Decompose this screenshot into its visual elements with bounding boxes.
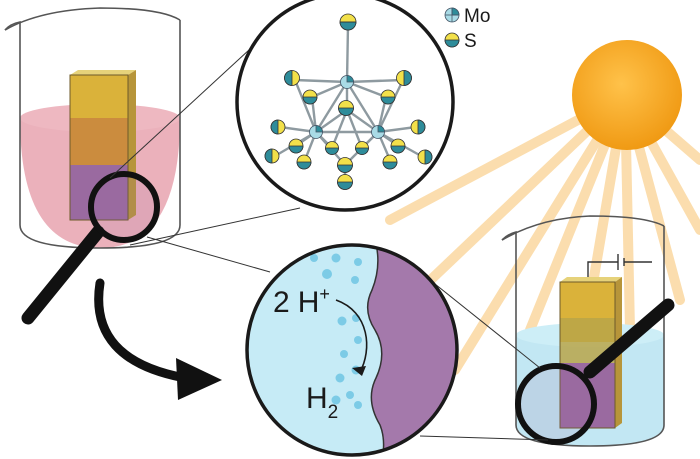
electrode-left bbox=[69, 70, 136, 221]
s-legend-label: S bbox=[464, 31, 477, 52]
transition-arrow bbox=[94, 278, 190, 383]
zoom-lines-left bbox=[109, 37, 301, 273]
atom-legend: Mo S bbox=[444, 6, 490, 52]
external-circuit bbox=[587, 254, 652, 277]
mo-legend-icon bbox=[444, 7, 460, 23]
mo-legend-label: Mo bbox=[464, 6, 490, 27]
reaction-arrow bbox=[335, 299, 368, 373]
s-legend-icon bbox=[444, 32, 460, 48]
reactant-coefficient: 2 bbox=[273, 286, 290, 319]
product-label: H2 bbox=[306, 382, 338, 423]
transition-arrowhead bbox=[176, 358, 222, 400]
product-species: H bbox=[306, 382, 328, 415]
reactant-charge: + bbox=[319, 284, 330, 304]
surface-zoom-circle bbox=[245, 243, 459, 457]
magnifier-left bbox=[21, 171, 160, 325]
molybdenum-atoms bbox=[309, 75, 385, 139]
sun bbox=[572, 40, 682, 150]
sulfur-atoms bbox=[264, 13, 433, 190]
magnifier-right bbox=[515, 298, 675, 445]
reactant-species: H bbox=[298, 286, 320, 319]
reaction-arrowhead bbox=[352, 366, 366, 376]
zoom-lines-right bbox=[419, 279, 549, 441]
mos-cluster bbox=[264, 13, 433, 190]
product-subscript: 2 bbox=[328, 402, 339, 423]
